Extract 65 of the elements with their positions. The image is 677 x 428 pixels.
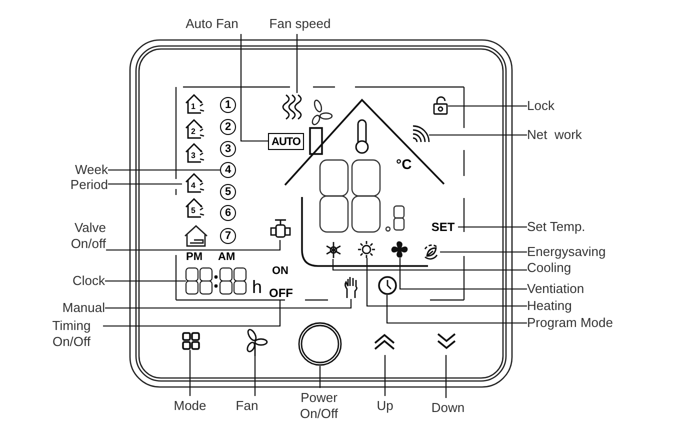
leader-line bbox=[240, 34, 268, 142]
set-indicator: SET bbox=[428, 219, 458, 235]
clock-icon bbox=[378, 276, 397, 295]
leaf-icon bbox=[422, 243, 440, 261]
circled-number: 5 bbox=[220, 184, 236, 200]
circled-number: 4 bbox=[220, 162, 236, 178]
wifi-icon bbox=[412, 126, 429, 143]
leader-line bbox=[386, 295, 527, 324]
leader-line bbox=[108, 169, 220, 171]
callout-label: Clock bbox=[40, 271, 105, 291]
grid-icon bbox=[182, 332, 200, 350]
callout-label: Fan speed bbox=[262, 14, 338, 34]
snowflake-icon bbox=[326, 241, 341, 259]
callout-label: Ventiation bbox=[527, 279, 607, 299]
callout-label: Valve On/off bbox=[48, 216, 106, 256]
callout-label: Down bbox=[424, 398, 472, 418]
leader-line bbox=[448, 105, 527, 107]
callout-label: Program Mode bbox=[527, 313, 637, 333]
callout-label: Manual bbox=[25, 298, 105, 318]
circled-number: 3 bbox=[220, 141, 236, 157]
leader-line bbox=[399, 258, 527, 290]
leader-line bbox=[254, 356, 256, 396]
callout-label: Heating bbox=[527, 296, 597, 316]
status-label: ON bbox=[272, 264, 288, 278]
callout-label: Net work bbox=[527, 125, 607, 145]
callout-label: Auto Fan bbox=[180, 14, 244, 34]
callout-label: Power On/Off bbox=[288, 388, 350, 424]
leader-line bbox=[103, 300, 281, 327]
leader-line bbox=[189, 350, 191, 396]
time-label: PM bbox=[186, 250, 202, 264]
circled-number: 2 bbox=[220, 119, 236, 135]
leader-line bbox=[105, 299, 352, 309]
callout-label: Timing On/Off bbox=[40, 316, 103, 352]
leader-line bbox=[106, 240, 281, 251]
callout-label: Set Temp. bbox=[527, 217, 617, 237]
fan-icon bbox=[391, 241, 408, 258]
auto-indicator: AUTO bbox=[268, 133, 304, 150]
fan-icon bbox=[244, 330, 267, 356]
leader-line bbox=[319, 366, 321, 388]
leader-line bbox=[445, 355, 447, 398]
callout-label: Lock bbox=[527, 96, 567, 116]
time-label: AM bbox=[218, 250, 236, 264]
lock-icon bbox=[433, 96, 448, 115]
circled-number: 1 bbox=[220, 97, 236, 113]
callout-label: Fan bbox=[227, 396, 267, 416]
valve-icon bbox=[270, 218, 291, 240]
leader-line bbox=[332, 259, 527, 271]
leader-line bbox=[458, 226, 527, 228]
leader-line bbox=[296, 34, 298, 93]
circled-number: 7 bbox=[220, 228, 236, 244]
leader-line bbox=[366, 258, 527, 307]
circled-number: 6 bbox=[220, 205, 236, 221]
leader-line bbox=[384, 355, 386, 396]
power-button bbox=[298, 322, 342, 366]
leader-line bbox=[105, 280, 186, 282]
unit-label: °C bbox=[396, 156, 412, 172]
callout-label: Up bbox=[368, 396, 402, 416]
leader-line bbox=[108, 183, 182, 185]
unit-label: h bbox=[252, 278, 262, 296]
callout-label: Mode bbox=[162, 396, 218, 416]
leader-line bbox=[429, 134, 527, 136]
leader-line bbox=[440, 251, 527, 253]
off-indicator: OFF bbox=[270, 286, 292, 300]
hand-icon bbox=[343, 275, 359, 299]
sun-icon bbox=[358, 241, 375, 258]
